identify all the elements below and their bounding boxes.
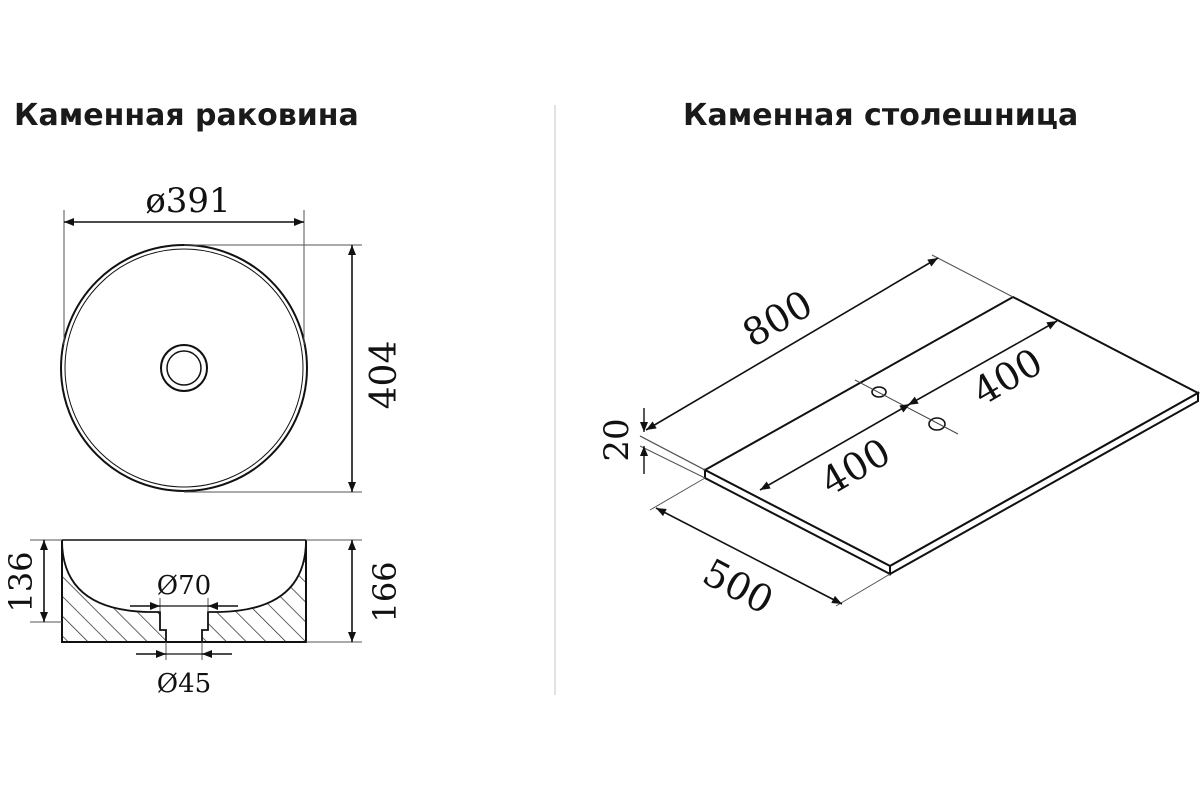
diameter-label: ø391 [145, 181, 230, 221]
length-dimension-line [645, 257, 939, 431]
offset-front-dimension-line [759, 403, 911, 491]
outer-height-label: 166 [366, 561, 404, 622]
countertop-view: 800 400 400 20 500 [597, 254, 1200, 623]
sink-top-view: ø391 404 [60, 181, 405, 493]
inner-height-label: 136 [2, 551, 40, 612]
offset-back-dimension-line [907, 320, 1058, 406]
sink-title: Каменная раковина [14, 98, 359, 133]
length-label: 800 [735, 282, 820, 356]
countertop-title: Каменная столешница [683, 98, 1079, 133]
depth-label-countertop: 500 [696, 550, 781, 623]
sink-rim-inner [64, 248, 304, 488]
drain-bottom-label: Ø45 [157, 669, 211, 699]
sink-section-view: 136 166 Ø70 Ø45 [2, 539, 404, 699]
depth-label: 404 [364, 341, 405, 410]
drain-inner [166, 350, 202, 386]
countertop-side-face [889, 391, 1199, 576]
sink-rim-outer [60, 244, 308, 492]
depth-dimension-line-countertop [655, 507, 843, 605]
drain-outer [160, 344, 208, 392]
drain-top-label: Ø70 [157, 571, 211, 601]
thickness-label: 20 [597, 418, 637, 461]
